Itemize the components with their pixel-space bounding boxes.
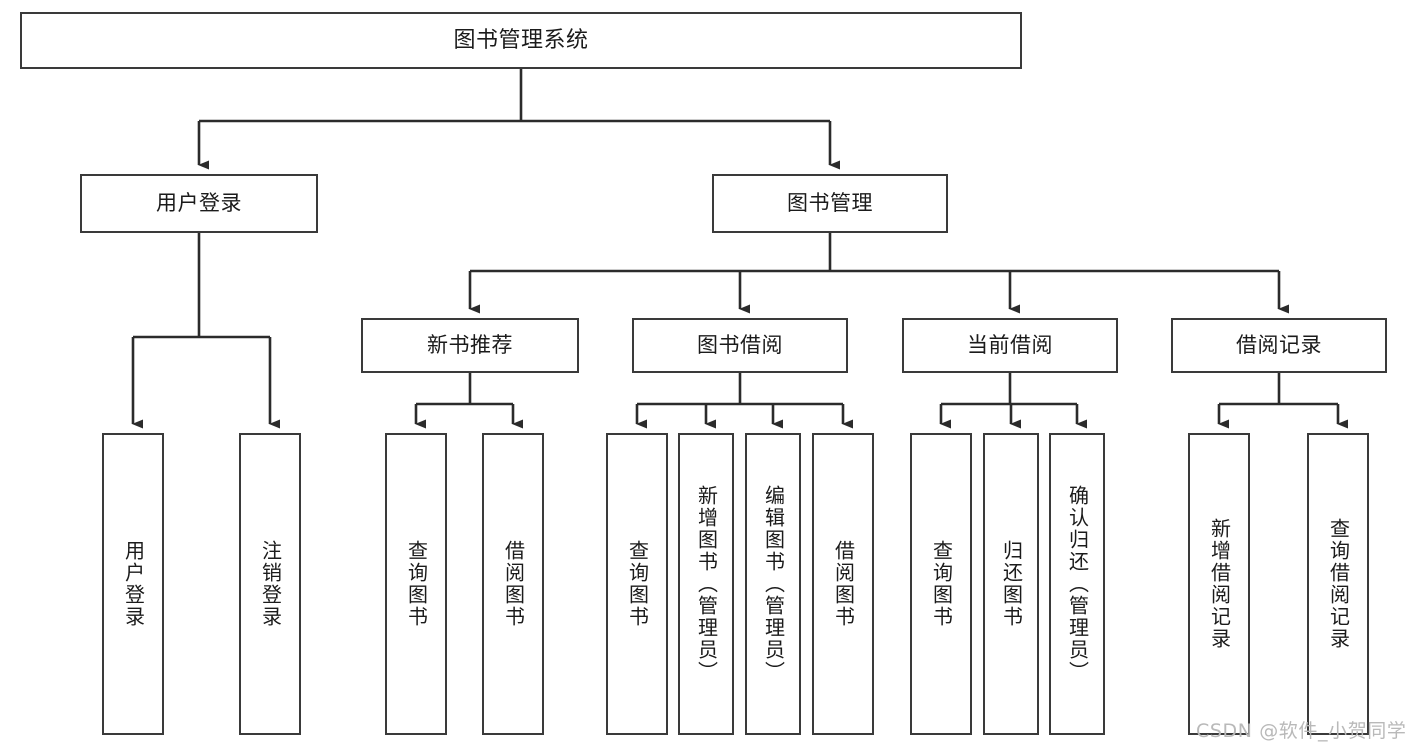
node-label: 新增借阅记录: [1207, 518, 1232, 650]
node-leaf-edit-book[interactable]: 编辑图书（管理员）: [745, 433, 801, 735]
node-new-book-recommend[interactable]: 新书推荐: [361, 318, 579, 373]
node-leaf-return-book[interactable]: 归还图书: [983, 433, 1039, 735]
node-leaf-query-book-1[interactable]: 查询图书: [385, 433, 447, 735]
node-leaf-user-logout[interactable]: 注销登录: [239, 433, 301, 735]
node-leaf-add-book[interactable]: 新增图书（管理员）: [678, 433, 734, 735]
node-label: 归还图书: [999, 540, 1024, 628]
node-label: 注销登录: [258, 540, 283, 628]
node-label: 图书管理系统: [453, 27, 589, 53]
node-label: 借阅图书: [501, 540, 526, 628]
node-label: 查询图书: [404, 540, 429, 628]
node-leaf-user-login[interactable]: 用户登录: [102, 433, 164, 735]
node-leaf-query-book-2[interactable]: 查询图书: [606, 433, 668, 735]
node-label: 当前借阅: [967, 333, 1053, 358]
node-label: 查询图书: [929, 540, 954, 628]
node-root-system[interactable]: 图书管理系统: [20, 12, 1022, 69]
node-book-borrow[interactable]: 图书借阅: [632, 318, 848, 373]
node-label: 查询借阅记录: [1326, 518, 1351, 650]
node-label: 新书推荐: [427, 333, 513, 358]
node-label: 新增图书（管理员）: [694, 485, 719, 683]
node-label: 图书管理: [787, 191, 873, 216]
node-label: 用户登录: [156, 191, 242, 216]
node-current-borrow[interactable]: 当前借阅: [902, 318, 1118, 373]
node-book-manage[interactable]: 图书管理: [712, 174, 948, 233]
node-leaf-add-borrow-record[interactable]: 新增借阅记录: [1188, 433, 1250, 735]
node-label: 用户登录: [121, 540, 146, 628]
node-label: 图书借阅: [697, 333, 783, 358]
node-borrow-record[interactable]: 借阅记录: [1171, 318, 1387, 373]
node-leaf-borrow-book-2[interactable]: 借阅图书: [812, 433, 874, 735]
node-label: 借阅图书: [831, 540, 856, 628]
node-label: 编辑图书（管理员）: [761, 485, 786, 683]
node-label: 查询图书: [625, 540, 650, 628]
node-label: 借阅记录: [1236, 333, 1322, 358]
node-leaf-query-borrow-record[interactable]: 查询借阅记录: [1307, 433, 1369, 735]
node-user-login[interactable]: 用户登录: [80, 174, 318, 233]
node-leaf-borrow-book-1[interactable]: 借阅图书: [482, 433, 544, 735]
node-leaf-confirm-return[interactable]: 确认归还（管理员）: [1049, 433, 1105, 735]
watermark-text: CSDN @软件_小贺同学: [1196, 720, 1405, 742]
node-label: 确认归还（管理员）: [1065, 485, 1090, 683]
node-leaf-query-book-3[interactable]: 查询图书: [910, 433, 972, 735]
